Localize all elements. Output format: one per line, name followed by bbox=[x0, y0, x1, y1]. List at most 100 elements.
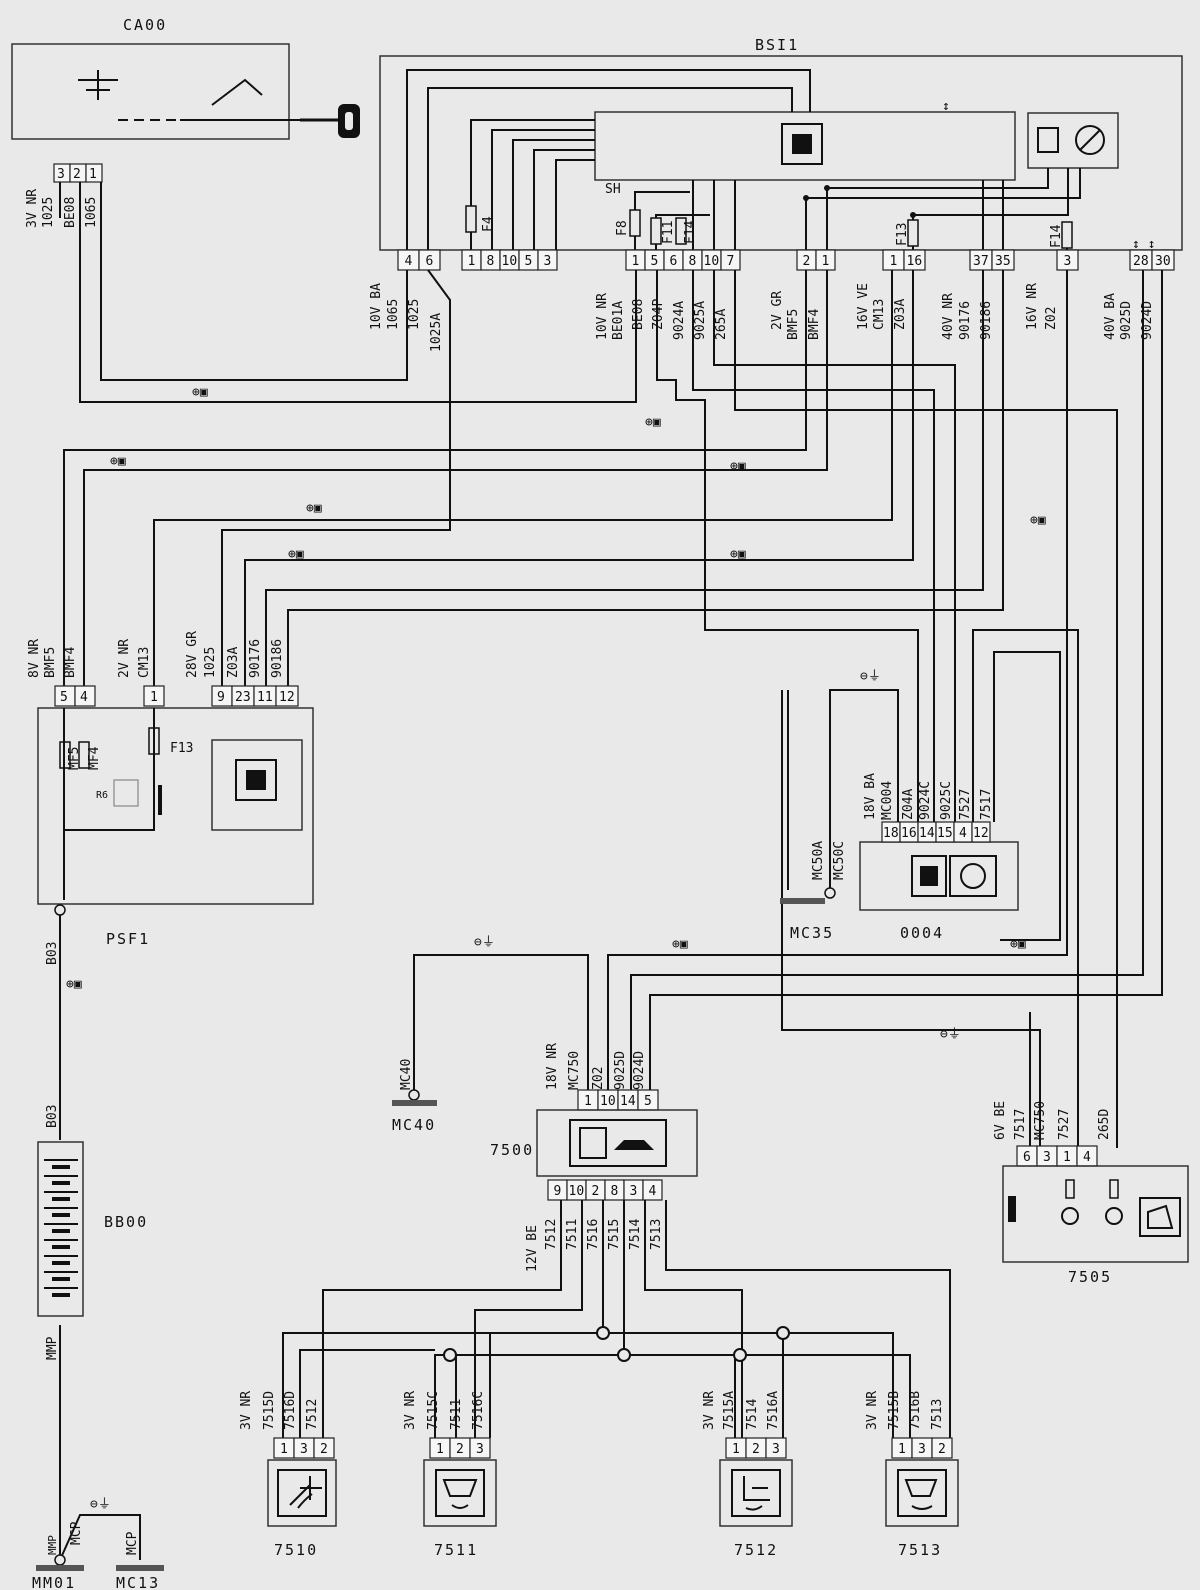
psf1-box bbox=[37, 707, 314, 905]
mm01-title: MM01 bbox=[32, 1574, 76, 1590]
ignition-power-icon-11: ⊕▣ bbox=[66, 977, 82, 992]
s7511-wire-7511: 7511 bbox=[449, 1399, 464, 1430]
s7510-label: 3V NR bbox=[239, 1391, 254, 1430]
bsi1-d-wire-bmf5: BMF5 bbox=[786, 309, 801, 340]
bsi1-b-pin-3: 3 bbox=[544, 254, 552, 269]
psf1-pin-23: 23 bbox=[235, 690, 251, 705]
psf1-terminal bbox=[54, 904, 66, 916]
ca00-title: CA00 bbox=[123, 16, 167, 34]
u7500-top-pin-10: 10 bbox=[600, 1094, 616, 1109]
fuse-f4-label: F4 bbox=[481, 216, 496, 232]
ignition-power-icon-4: ⊕▣ bbox=[730, 459, 746, 474]
s7512-label: 3V NR bbox=[702, 1391, 717, 1430]
s7510-pin-3: 3 bbox=[300, 1442, 308, 1457]
fuse-f13-label: F13 bbox=[895, 223, 910, 246]
c0004-pin-14: 14 bbox=[919, 826, 935, 841]
u7500-title: 7500 bbox=[490, 1141, 534, 1159]
bsi1-block: BSI1 ↕ SH bbox=[379, 36, 1183, 252]
psf1-pin-4: 4 bbox=[80, 690, 88, 705]
s7511-title: 7511 bbox=[434, 1541, 478, 1559]
s7513-wire-7516b: 7516B bbox=[908, 1391, 923, 1430]
bsi1-g-wire-z02: Z02 bbox=[1044, 307, 1059, 330]
s7510-box bbox=[267, 1459, 337, 1527]
bsi1-shield-label: SH bbox=[605, 182, 621, 197]
c0004-wire-z04a: Z04A bbox=[901, 789, 916, 820]
u7500-bottom-pin-3: 3 bbox=[630, 1184, 638, 1199]
ground-minus-icon-3: ⊖⏚ bbox=[474, 935, 495, 950]
psf1-relay: R6 bbox=[96, 779, 162, 815]
psf1-mf5-label: MF5 bbox=[67, 747, 82, 770]
u7505-switch-icon bbox=[1008, 1179, 1123, 1225]
battery-box bbox=[37, 1141, 84, 1317]
c0004-label: 18V BA bbox=[863, 773, 878, 820]
c0004-pin-18: 18 bbox=[883, 826, 899, 841]
harness-wires bbox=[59, 182, 1163, 1561]
bsi1-e-wire-cm13: CM13 bbox=[872, 299, 887, 330]
mm01-mmp-label: MMP bbox=[46, 1535, 59, 1555]
s7511-label: 3V NR bbox=[403, 1391, 418, 1430]
s7512-wire-7515a: 7515A bbox=[722, 1391, 737, 1430]
mmp-label: MMP bbox=[45, 1336, 60, 1360]
psf1-c-wire-90186: 90186 bbox=[270, 639, 285, 678]
c0004-pin-12: 12 bbox=[973, 826, 989, 841]
fuse-f14-a-label: F14 bbox=[683, 220, 698, 244]
bsi1-c-wire-9025a: 9025A bbox=[693, 301, 708, 340]
ignition-power-icon-9: ⊕▣ bbox=[672, 937, 688, 952]
psf1-pin-1: 1 bbox=[150, 690, 158, 705]
s7510-wire-7515d: 7515D bbox=[262, 1391, 277, 1430]
bsi1-a-pin-4: 4 bbox=[405, 254, 413, 269]
ultrasonic-sensor-icon-2 bbox=[435, 1469, 485, 1517]
bsi1-c-wire-z04p: Z04P bbox=[651, 299, 666, 330]
bsi1-a-pin-6: 6 bbox=[426, 254, 434, 269]
power-markers: ⊕▣ ⊕▣ ⊕▣ ⊕▣ ⊕▣ ⊕▣ ⊕▣ ⊕▣ ⊕▣ ⊕▣ ⊕▣ bbox=[66, 385, 1046, 992]
bsi1-h-label: 40V BA bbox=[1103, 293, 1118, 340]
bsi1-c-wire-265a: 265A bbox=[714, 309, 729, 340]
c0004-wire-9024c: 9024C bbox=[918, 781, 933, 820]
u7500-top-pin-5: 5 bbox=[644, 1094, 652, 1109]
s7512-box bbox=[719, 1459, 793, 1527]
bsi1-c-pin-5: 5 bbox=[651, 254, 659, 269]
psf1-a-label: 8V NR bbox=[27, 639, 42, 678]
psf1-block: PSF1 F13 MF5 MF4 R6 5 4 1 9 23 1 bbox=[27, 631, 314, 948]
u7505-pin-4: 4 bbox=[1083, 1150, 1091, 1165]
bsi1-d-pin-box bbox=[815, 249, 836, 271]
bsi1-b-pin-1: 1 bbox=[468, 254, 476, 269]
u7500-bottom-pin-2: 2 bbox=[592, 1184, 600, 1199]
bsi1-b-pin-box bbox=[537, 249, 558, 271]
bsi1-f-pin-35: 35 bbox=[995, 254, 1011, 269]
bsi1-c-pin-6: 6 bbox=[670, 254, 678, 269]
mc40-terminal bbox=[408, 1089, 420, 1101]
alarm-ecu-icon bbox=[569, 1119, 667, 1167]
s7510-pin-1: 1 bbox=[280, 1442, 288, 1457]
u7500-top-label: 18V NR bbox=[545, 1043, 560, 1090]
fuse-f14-b: F14 bbox=[1049, 221, 1073, 249]
psf1-pin-5: 5 bbox=[60, 690, 68, 705]
bb00-title: BB00 bbox=[104, 1213, 148, 1231]
bsi1-d-pin-2: 2 bbox=[803, 254, 811, 269]
u7500-wire-7515: 7515 bbox=[607, 1219, 622, 1250]
bsi1-a-pin-box bbox=[418, 249, 441, 271]
psf1-c-wire-90176: 90176 bbox=[248, 639, 263, 678]
u7500-bottom-pin-4: 4 bbox=[649, 1184, 657, 1199]
u7505-pin-1: 1 bbox=[1063, 1150, 1071, 1165]
s7513-box bbox=[885, 1459, 959, 1527]
psf1-relay-label: R6 bbox=[96, 790, 108, 801]
c0004-title: 0004 bbox=[900, 924, 944, 942]
u7505-label: 6V BE bbox=[993, 1101, 1008, 1140]
bsi1-c-pin-1: 1 bbox=[632, 254, 640, 269]
u7500-wire-z02: Z02 bbox=[591, 1067, 606, 1090]
bsi1-c-pin-box bbox=[720, 249, 741, 271]
s7510-wire-7516d: 7516D bbox=[283, 1391, 298, 1430]
ground-minus-icon: ⊖⏚ bbox=[90, 1497, 111, 1512]
fuse-f11-label: F11 bbox=[661, 221, 676, 244]
u7505-pin-3: 3 bbox=[1043, 1150, 1051, 1165]
bsi1-d-label: 2V GR bbox=[770, 291, 785, 330]
bsi1-sensor-icon bbox=[1037, 125, 1105, 155]
bsi1-c-pin-7: 7 bbox=[727, 254, 735, 269]
bsi1-b-pin-8: 8 bbox=[487, 254, 495, 269]
